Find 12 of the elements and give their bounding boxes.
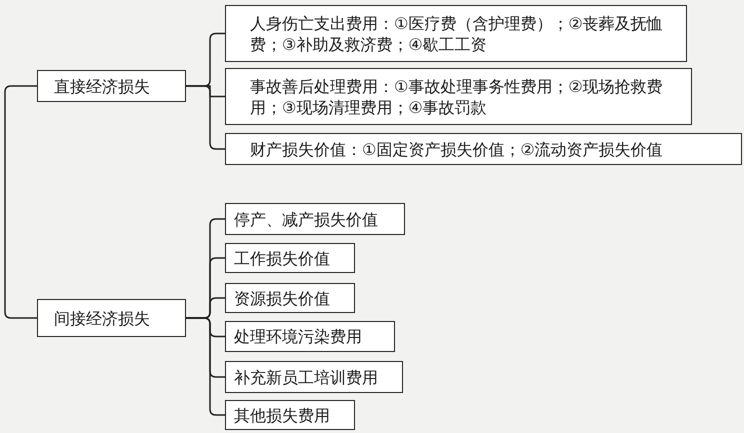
text-box: 资源损失价值 — [225, 283, 355, 313]
text-box: 直接经济损失 — [37, 70, 186, 102]
text-box: 间接经济损失 — [37, 299, 186, 337]
text-box: 补充新员工培训费用 — [225, 361, 403, 393]
text-box: 处理环境污染费用 — [225, 321, 395, 352]
text-box: 工作损失价值 — [225, 243, 355, 273]
connector-line — [4, 85, 37, 319]
text-box: 人身伤亡支出费用：①医疗费（含护理费）；②丧葬及抚恤费；③补助及救济费；④歇工工资 — [225, 5, 687, 62]
text-box: 其他损失费用 — [225, 400, 355, 430]
text-box: 停产、减产损失价值 — [225, 203, 405, 235]
text-box: 财产损失价值：①固定资产损失价值；②流动资产损失价值 — [225, 133, 742, 165]
text-box: 事故善后处理费用：①事故处理事务性费用；②现场抢救费用；③现场清理费用；④事故罚款 — [225, 68, 692, 125]
